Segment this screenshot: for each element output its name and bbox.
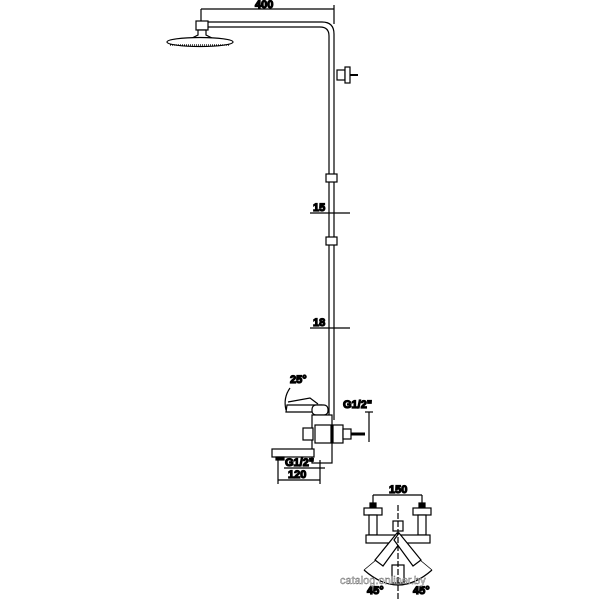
mixer-top-view: 150 45° 45° [363,483,433,600]
wall-bracket [336,66,358,84]
spout-length-label: 120 [288,469,306,481]
dimension-arm: 400 [200,0,335,24]
inlet-spacing-label: 150 [389,484,407,496]
shower-pipe [206,21,338,420]
swivel-left-label: 45° [367,585,384,597]
shower-head [166,20,234,48]
dimension-slider-1: 15 [310,201,350,215]
mixer-side-view: 25° G1/2" G1/2" 120 [271,373,373,484]
dimension-slider-2: 18 [310,316,350,330]
lever-angle-label: 25° [290,374,307,386]
arm-length-label: 400 [255,0,273,11]
inlet-thread-label: G1/2" [343,399,372,411]
spout-thread-label: G1/2" [285,457,314,469]
watermark: catalog.onliner.by [340,575,426,587]
svg-text:18: 18 [313,317,325,329]
swivel-right-label: 45° [413,585,430,597]
svg-text:15: 15 [313,202,325,214]
